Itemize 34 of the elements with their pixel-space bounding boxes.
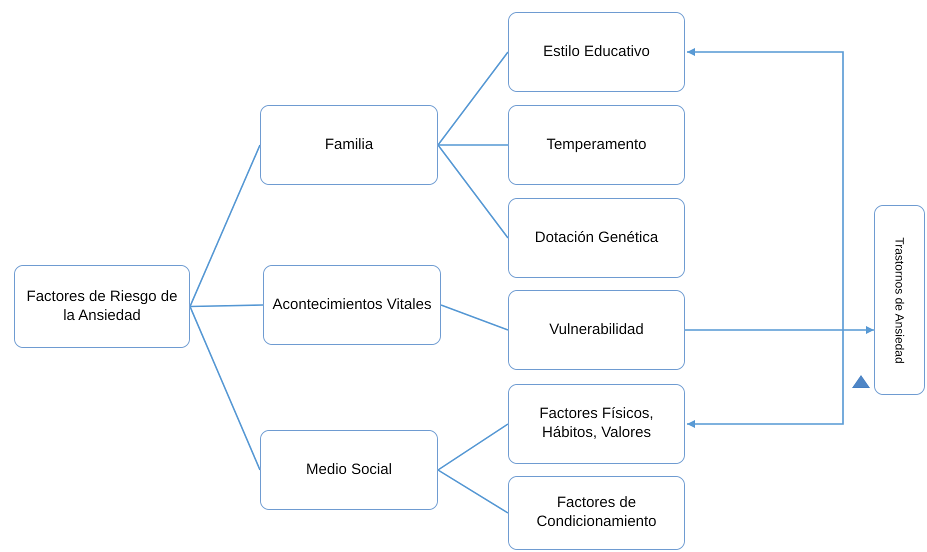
process-box (508, 198, 685, 278)
connector-line (438, 423, 508, 471)
node-label: Factores de Condicionamiento (535, 494, 658, 532)
process-box (508, 476, 685, 550)
connector-line (438, 144, 508, 146)
connector-line (190, 304, 264, 308)
process-box (508, 105, 685, 185)
connector-line (437, 144, 509, 238)
arrow (687, 240, 844, 428)
node-label: Temperamento (545, 136, 648, 154)
node-label: Familia (324, 136, 374, 154)
node-label: Dotación Genética (534, 228, 660, 248)
connector-line (189, 306, 261, 470)
arrow (685, 326, 874, 334)
node-label: Medio Social (305, 460, 393, 480)
process-box (260, 430, 438, 510)
node-label: Factores de Riesgo de la Ansiedad (26, 288, 178, 326)
process-box (14, 265, 190, 348)
connector-line (437, 52, 509, 146)
arrow (687, 48, 844, 240)
node-label: Trastornos de Ansiedad (892, 236, 907, 366)
process-box (508, 290, 685, 370)
process-box (874, 205, 925, 395)
process-box (260, 105, 438, 185)
process-box (263, 265, 441, 345)
process-box (508, 384, 685, 464)
node-label: Estilo Educativo (542, 42, 651, 62)
connector-line (438, 469, 508, 514)
node-label: Acontecimientos Vitales (272, 296, 432, 314)
node-label: Vulnerabilidad (548, 320, 645, 340)
connector-line (440, 304, 508, 331)
connector-line (189, 144, 261, 307)
process-box (508, 12, 685, 92)
node-label: Factores Físicos, Hábitos, Valores (538, 405, 655, 443)
